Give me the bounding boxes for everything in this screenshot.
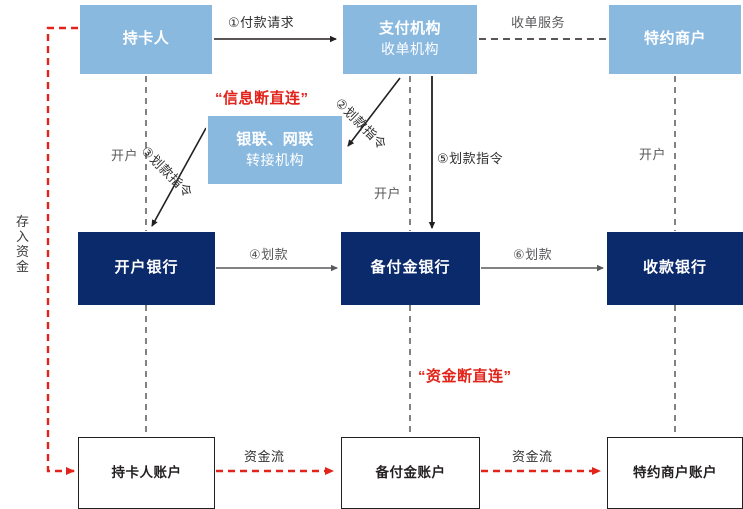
edge-deposit-funds: [46, 26, 78, 475]
label-payment-request: ①付款请求: [228, 15, 295, 30]
label-open-account-left: 开户: [111, 148, 139, 163]
node-cardholder[interactable]: 持卡人: [78, 3, 214, 76]
label-transfer-4: ④划款: [249, 247, 289, 262]
label-open-account-mid: 开户: [374, 186, 402, 201]
node-switch-institution[interactable]: 银联、网联 转接机构: [206, 114, 344, 186]
node-reserve-bank[interactable]: 备付金银行: [341, 232, 480, 305]
label-fund-flow-right: 资金流: [512, 449, 553, 464]
node-switch-institution-label: 银联、网联: [236, 130, 314, 148]
node-merchant-account-label: 特约商户账户: [633, 464, 717, 480]
label-instruction-5: ⑤划款指令: [437, 151, 504, 166]
node-reserve-account-label: 备付金账户: [375, 464, 446, 480]
node-merchant-account[interactable]: 特约商户账户: [607, 437, 743, 509]
node-issuing-bank[interactable]: 开户银行: [78, 232, 215, 305]
node-merchant[interactable]: 特约商户: [607, 3, 743, 76]
node-payment-institution[interactable]: 支付机构 收单机构: [341, 3, 479, 76]
node-cardholder-label: 持卡人: [122, 30, 170, 48]
label-open-account-right: 开户: [639, 147, 667, 162]
node-payment-institution-label: 支付机构: [378, 20, 441, 38]
node-cardholder-account[interactable]: 持卡人账户: [78, 437, 215, 509]
annotation-information-decoupling: “信息断直连”: [215, 90, 309, 107]
node-receiving-bank[interactable]: 收款银行: [607, 232, 743, 305]
label-acquiring-service: 收单服务: [511, 15, 566, 30]
node-reserve-account[interactable]: 备付金账户: [341, 437, 480, 509]
node-payment-institution-sublabel: 收单机构: [381, 41, 439, 58]
node-cardholder-account-label: 持卡人账户: [111, 464, 182, 480]
node-reserve-bank-label: 备付金银行: [370, 259, 451, 277]
label-instruction-3: ③划款指令: [138, 143, 196, 201]
node-switch-institution-sublabel: 转接机构: [246, 151, 304, 168]
node-issuing-bank-label: 开户银行: [114, 259, 179, 277]
node-receiving-bank-label: 收款银行: [642, 259, 707, 277]
label-transfer-6: ⑥划款: [513, 247, 553, 262]
label-deposit-funds: 存入资金: [16, 214, 30, 274]
label-fund-flow-left: 资金流: [244, 449, 285, 464]
node-merchant-label: 特约商户: [643, 30, 706, 48]
annotation-fund-decoupling: “资金断直连”: [418, 368, 512, 385]
